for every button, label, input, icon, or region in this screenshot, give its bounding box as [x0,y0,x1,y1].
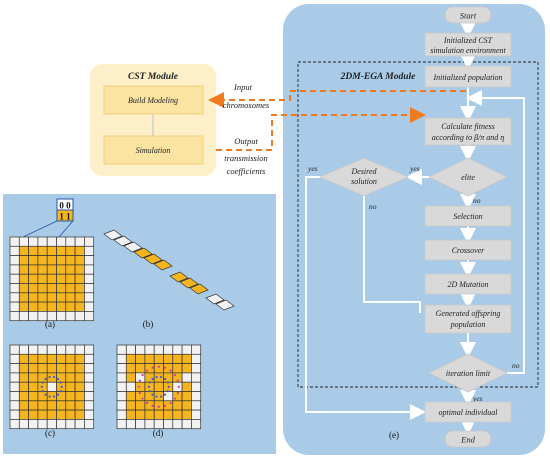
ega-module-box [297,61,539,388]
crossover-label: Crossover [452,246,485,255]
fitness-node [424,117,512,146]
panel-label-d: (d) [153,428,164,438]
init-pop-node [424,65,512,88]
fitness-line2: according to β/π and η [432,133,505,142]
grid-c [9,344,95,430]
desired-line2: solution [351,177,377,186]
iteration-diamond [428,353,508,393]
cst-title: CST Module [128,72,179,82]
orange-arrows [208,90,466,151]
yes-mid-label: yes [409,164,420,173]
selection-label: Selection [453,212,482,221]
desired-line1: Desired [350,167,377,176]
desired-diamond [318,157,410,197]
panel-label-a: (a) [45,319,55,329]
elite-diamond [428,157,508,197]
end-node [444,430,492,448]
optimal-label: optimal individual [439,408,499,417]
output-label-line2: transmission [224,153,267,163]
offspring-node [424,304,512,334]
yes-left-label: yes [307,164,318,173]
panel-label-e: (e) [389,430,399,440]
bits-top: 0 0 [59,201,71,211]
input-label-line1: Input [233,82,253,92]
end-label: End [460,435,475,445]
panel-label-c: (c) [45,428,55,438]
build-modeling-label: Build Modeling [128,96,178,105]
optimal-node [424,401,512,423]
yes-bottom-label: yes [472,394,483,403]
fitness-line1: Calculate fitness [441,122,495,131]
flowchart-panel [283,4,545,455]
mutation-node [424,273,512,295]
bits-bottom: 1 1 [59,212,71,222]
chromosome-chain-b [103,229,235,311]
simulation-box [103,135,204,165]
start-label: Start [460,11,477,21]
elite-label: elite [461,173,475,182]
no-left-label: no [369,202,377,211]
mutation-label: 2D Mutation [447,280,488,289]
selection-node [424,205,512,227]
flow-lines [305,22,525,435]
bit-box: 0 0 1 1 [22,198,74,238]
ega-module-title: 2DM-EGA Module [340,72,416,82]
init-cst-line2: simulation environment [430,46,506,55]
input-label-line2: chromosomes [223,100,270,110]
grid-a [9,236,95,322]
init-cst-node [424,32,512,57]
iteration-label: iteration limit [446,369,491,378]
output-label-line1: Output [234,136,258,146]
grid-d [116,344,202,430]
output-label-line3: coefficients [227,166,266,176]
start-node [444,6,492,24]
simulation-label: Simulation [136,146,171,155]
crossover-node [424,239,512,261]
offspring-line1: Generated offspring [436,309,501,318]
no-mid-label: no [473,196,481,205]
offspring-line2: population [450,320,486,329]
panel-label-b: (b) [143,319,154,329]
no-right-label: no [512,361,520,370]
init-cst-line1: Initialized CST [443,36,493,45]
init-pop-label: Initialized population [432,73,502,82]
